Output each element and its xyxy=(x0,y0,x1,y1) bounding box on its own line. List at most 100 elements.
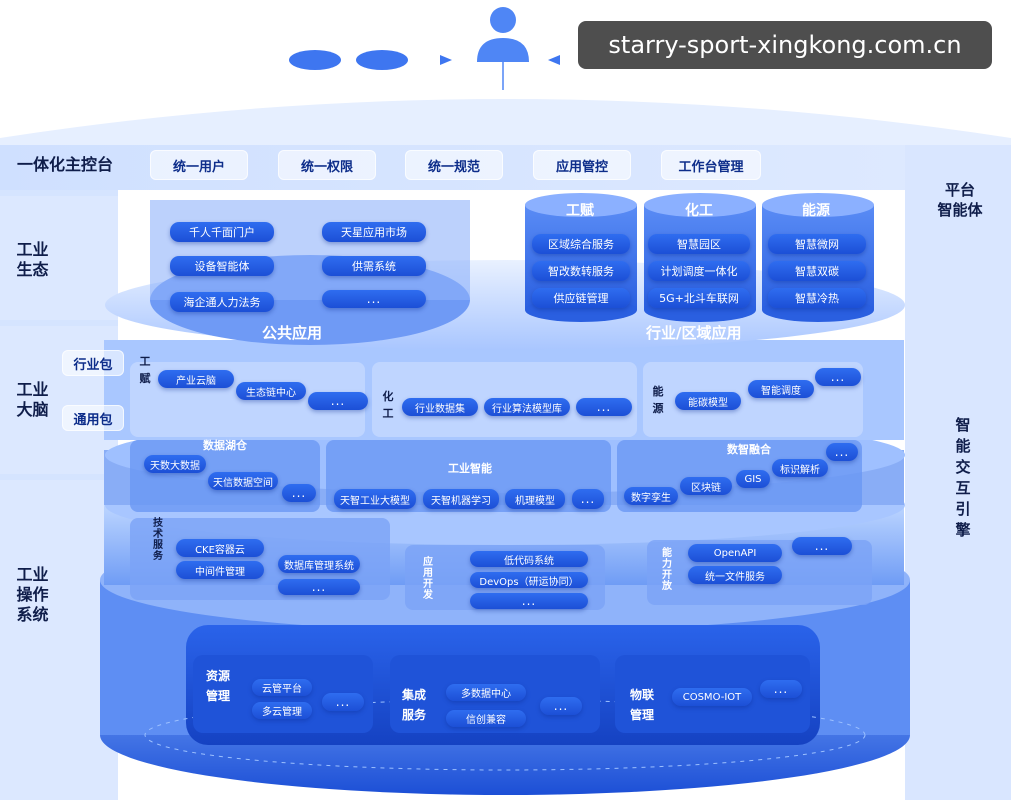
industry-nengyuan-item-1[interactable]: 智慧微网 xyxy=(768,234,866,254)
os-open-label-c2: 力 xyxy=(662,559,672,570)
brain-gis[interactable]: GIS xyxy=(736,470,770,488)
os-resource-more[interactable]: ... xyxy=(322,693,364,711)
os-cloud-management-platform[interactable]: 云管平台 xyxy=(252,679,312,696)
os-iot-label-l2: 管理 xyxy=(630,708,655,722)
brain-blockchain[interactable]: 区块链 xyxy=(680,477,732,495)
brain-tianzhi-llm[interactable]: 天智工业大模型 xyxy=(334,489,416,509)
label-platform: 一体化主控台 xyxy=(16,155,113,174)
app-supply-demand[interactable]: 供需系统 xyxy=(322,256,426,276)
os-resource-management-label: 资源 管理 xyxy=(206,666,230,706)
brain-mechanism-model[interactable]: 机理模型 xyxy=(505,489,565,509)
app-hr-legal[interactable]: 海企通人力法务 xyxy=(170,292,274,312)
brain-lake-more[interactable]: ... xyxy=(282,484,316,502)
brain-digital-twin[interactable]: 数字孪生 xyxy=(624,487,678,505)
brain-ai-more[interactable]: ... xyxy=(572,489,604,509)
industry-huagong-item-2[interactable]: 计划调度一体化 xyxy=(648,261,750,281)
os-tech-label-c4: 务 xyxy=(153,551,163,562)
brain-huagong-more[interactable]: ... xyxy=(576,398,632,416)
brain-tianxin-dataspace[interactable]: 天信数据空间 xyxy=(208,472,278,490)
label-platform-agent: 平台 智能体 xyxy=(920,180,1000,220)
brain-nengyuan-more[interactable]: ... xyxy=(815,368,861,386)
os-dbms[interactable]: 数据库管理系统 xyxy=(278,555,360,573)
os-dev-label-c4: 发 xyxy=(423,590,433,601)
os-dev-label-c1: 应 xyxy=(423,557,433,568)
os-low-code[interactable]: 低代码系统 xyxy=(470,551,588,567)
app-device-agent[interactable]: 设备智能体 xyxy=(170,256,274,276)
brain-energy-carbon-model[interactable]: 能碳模型 xyxy=(675,392,741,410)
os-open-more[interactable]: ... xyxy=(792,537,852,555)
brain-nengyuan-label: 能 源 xyxy=(652,385,664,415)
brain-identifier-resolution[interactable]: 标识解析 xyxy=(772,459,828,477)
label-os-line2: 操作 xyxy=(16,585,49,604)
app-market[interactable]: 天星应用市场 xyxy=(322,222,426,242)
os-open-label-c1: 能 xyxy=(662,548,672,559)
os-integration-more[interactable]: ... xyxy=(540,697,582,715)
os-integration-services-label: 集成 服务 xyxy=(402,685,426,725)
label-interaction-c1: 智 xyxy=(955,416,971,434)
os-tech-more[interactable]: ... xyxy=(278,579,360,595)
brain-gongfu-label-c2: 赋 xyxy=(139,372,151,385)
brain-nengyuan-label-c2: 源 xyxy=(652,402,664,415)
label-interaction-c3: 交 xyxy=(955,458,971,476)
public-apps-title: 公共应用 xyxy=(262,324,323,342)
brain-gongfu-more[interactable]: ... xyxy=(308,392,368,410)
industry-gongfu-item-2[interactable]: 智改数转服务 xyxy=(532,261,630,281)
os-cosmo-iot[interactable]: COSMO-IOT xyxy=(672,688,752,706)
os-app-dev-label: 应 用 开 发 xyxy=(422,557,434,601)
brain-data-lake-title: 数据湖仓 xyxy=(203,439,247,452)
os-open-label-c4: 放 xyxy=(662,581,672,592)
label-interaction-c4: 互 xyxy=(955,479,971,497)
os-openapi[interactable]: OpenAPI xyxy=(688,544,782,562)
label-platform-agent-line1: 平台 xyxy=(944,181,975,199)
industry-gongfu-item-1[interactable]: 区域综合服务 xyxy=(532,234,630,254)
os-iot-management-label: 物联 管理 xyxy=(630,685,654,725)
brain-digital-fusion-title: 数智融合 xyxy=(727,443,771,456)
brain-industry-algo[interactable]: 行业算法模型库 xyxy=(484,398,570,416)
brain-gongfu-label-c1: 工 xyxy=(139,355,151,368)
brain-smart-dispatch[interactable]: 智能调度 xyxy=(748,380,814,398)
brain-huagong-label: 化 工 xyxy=(382,390,394,420)
os-xinchuang-compat[interactable]: 信创兼容 xyxy=(446,710,526,727)
brain-tianshu-bigdata[interactable]: 天数大数据 xyxy=(144,455,206,473)
brain-huagong-label-c1: 化 xyxy=(382,390,394,403)
label-brain-line2: 大脑 xyxy=(16,400,49,419)
label-ecology-line1: 工业 xyxy=(16,240,49,259)
app-portal[interactable]: 千人千面门户 xyxy=(170,222,274,242)
industry-huagong-item-1[interactable]: 智慧园区 xyxy=(648,234,750,254)
os-multi-datacenter[interactable]: 多数据中心 xyxy=(446,684,526,701)
industry-pack-button[interactable]: 行业包 xyxy=(62,350,124,376)
tab-unified-user[interactable]: 统一用户 xyxy=(150,150,248,180)
brain-gongfu-label: 工 赋 xyxy=(139,355,151,385)
os-unified-file-service[interactable]: 统一文件服务 xyxy=(688,566,782,584)
tab-unified-standard[interactable]: 统一规范 xyxy=(405,150,503,180)
industry-nengyuan-item-3[interactable]: 智慧冷热 xyxy=(768,288,866,308)
industry-apps-title: 行业/区域应用 xyxy=(646,324,742,342)
brain-industry-cloud-brain[interactable]: 产业云脑 xyxy=(158,370,234,388)
os-multi-cloud-management[interactable]: 多云管理 xyxy=(252,702,312,719)
os-dev-more[interactable]: ... xyxy=(470,593,588,609)
app-more[interactable]: ... xyxy=(322,290,426,308)
brain-fusion-more[interactable]: ... xyxy=(826,443,858,461)
os-tech-label-c1: 技 xyxy=(153,518,163,529)
brain-ecochain-center[interactable]: 生态链中心 xyxy=(236,382,306,400)
label-platform-agent-line2: 智能体 xyxy=(937,201,983,219)
brain-industry-dataset[interactable]: 行业数据集 xyxy=(402,398,478,416)
os-capability-open-label: 能 力 开 放 xyxy=(661,548,673,592)
industry-gongfu-item-3[interactable]: 供应链管理 xyxy=(532,288,630,308)
general-pack-button[interactable]: 通用包 xyxy=(62,405,124,431)
os-middleware-management[interactable]: 中间件管理 xyxy=(176,561,264,579)
os-integration-label-l1: 集成 xyxy=(402,688,427,702)
brain-nengyuan-label-c1: 能 xyxy=(652,385,664,398)
label-os-line3: 系统 xyxy=(16,605,49,624)
label-ecology-line2: 生态 xyxy=(16,260,49,279)
industry-nengyuan-item-2[interactable]: 智慧双碳 xyxy=(768,261,866,281)
os-devops[interactable]: DevOps（研运协同） xyxy=(470,572,588,588)
tab-workbench-management[interactable]: 工作台管理 xyxy=(661,150,761,180)
industry-huagong-item-3[interactable]: 5G+北斗车联网 xyxy=(648,288,750,308)
label-interaction-c5: 引 xyxy=(955,500,971,518)
tab-unified-permission[interactable]: 统一权限 xyxy=(278,150,376,180)
os-cke-container-cloud[interactable]: CKE容器云 xyxy=(176,539,264,557)
brain-tianzhi-ml[interactable]: 天智机器学习 xyxy=(423,489,499,509)
os-iot-more[interactable]: ... xyxy=(760,680,802,698)
tab-app-control[interactable]: 应用管控 xyxy=(533,150,631,180)
